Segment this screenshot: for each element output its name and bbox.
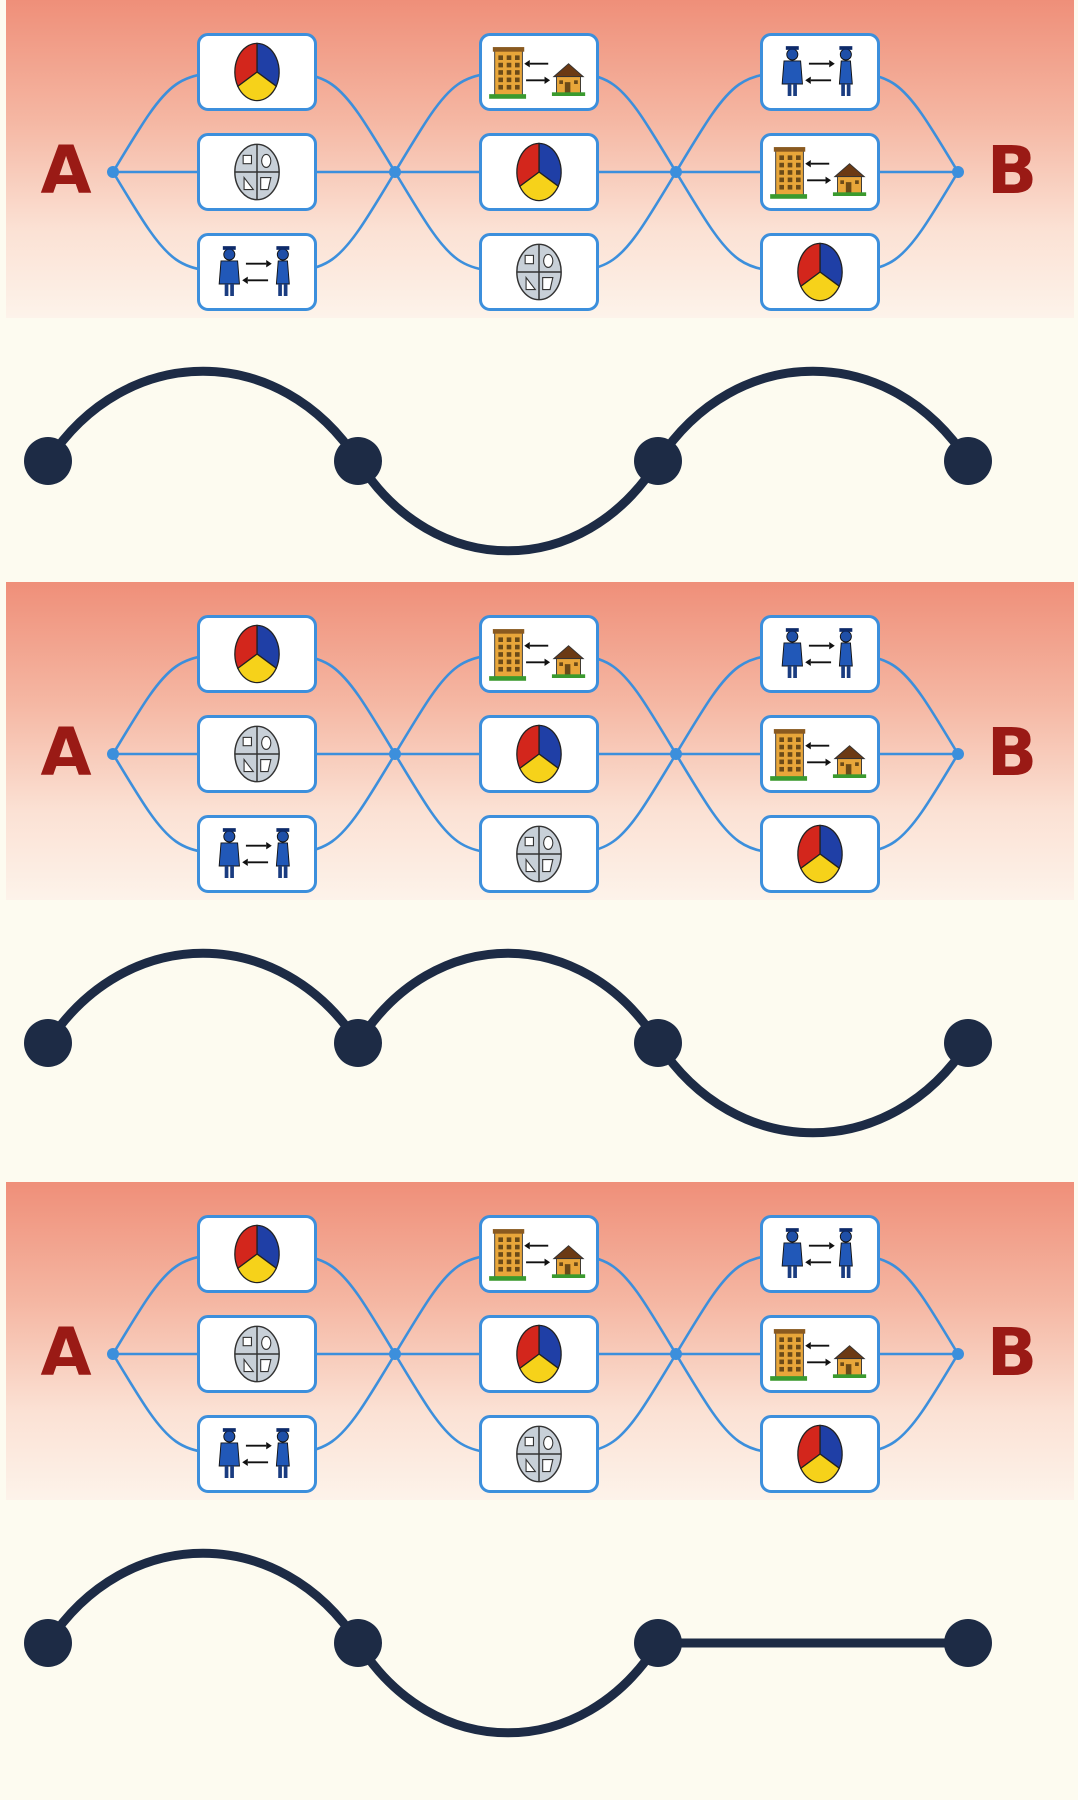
route-card-stage-1-middle	[197, 715, 317, 793]
route-card-stage-1-middle	[197, 133, 317, 211]
path-node-dot	[634, 1019, 682, 1067]
route-card-stage-1-bottom	[197, 815, 317, 893]
junction-node	[389, 166, 401, 178]
person-exchange-icon	[218, 828, 290, 878]
pie-chart-icon	[234, 42, 280, 102]
junction-node	[670, 748, 682, 760]
pie-chart-icon	[234, 1224, 280, 1284]
junction-node	[389, 1348, 401, 1360]
path-curve	[43, 1548, 973, 1738]
route-card-stage-1-bottom	[197, 233, 317, 311]
pie-chart-icon	[516, 724, 562, 784]
route-card-stage-2-middle	[479, 715, 599, 793]
start-node	[107, 1348, 119, 1360]
path-node-dot	[334, 437, 382, 485]
path-node-dot	[334, 1019, 382, 1067]
person-exchange-icon	[781, 628, 853, 678]
pie-chart-icon	[234, 624, 280, 684]
buildings-exchange-icon	[489, 629, 586, 681]
pie-chart-icon	[516, 142, 562, 202]
path-drawing-panel	[0, 900, 1078, 1162]
start-label: A	[40, 132, 92, 209]
path-drawing-panel	[0, 318, 1078, 580]
path-node-dot	[634, 1619, 682, 1667]
drawn-path	[24, 1548, 992, 1738]
buildings-exchange-icon	[770, 147, 867, 199]
path-node-dot	[24, 437, 72, 485]
route-card-stage-2-top	[479, 33, 599, 111]
shapes-icon	[516, 1425, 562, 1483]
drawn-path	[24, 366, 992, 556]
pie-chart-icon	[797, 1424, 843, 1484]
buildings-exchange-icon	[770, 1329, 867, 1381]
route-card-stage-1-top	[197, 33, 317, 111]
path-curve	[43, 366, 973, 556]
person-exchange-icon	[218, 246, 290, 296]
junction-node	[670, 166, 682, 178]
route-card-stage-2-bottom	[479, 1415, 599, 1493]
end-label: B	[986, 132, 1038, 209]
path-drawing-panel	[0, 1500, 1078, 1762]
person-exchange-icon	[218, 1428, 290, 1478]
route-card-stage-2-bottom	[479, 815, 599, 893]
route-card-stage-3-middle	[760, 1315, 880, 1393]
route-card-stage-2-top	[479, 615, 599, 693]
route-card-stage-3-top	[760, 1215, 880, 1293]
route-card-stage-3-middle	[760, 133, 880, 211]
route-card-stage-3-middle	[760, 715, 880, 793]
end-node	[952, 748, 964, 760]
route-card-stage-2-middle	[479, 1315, 599, 1393]
buildings-exchange-icon	[489, 1229, 586, 1281]
pie-chart-icon	[516, 1324, 562, 1384]
pie-chart-icon	[797, 824, 843, 884]
end-node	[952, 166, 964, 178]
shapes-icon	[516, 243, 562, 301]
route-card-stage-1-bottom	[197, 1415, 317, 1493]
person-exchange-icon	[781, 1228, 853, 1278]
route-card-stage-3-top	[760, 33, 880, 111]
route-card-stage-2-top	[479, 1215, 599, 1293]
path-node-dot	[944, 1019, 992, 1067]
shapes-icon	[516, 825, 562, 883]
route-card-stage-3-bottom	[760, 233, 880, 311]
path-node-dot	[944, 437, 992, 485]
buildings-exchange-icon	[770, 729, 867, 781]
path-node-dot	[334, 1619, 382, 1667]
end-label: B	[986, 714, 1038, 791]
shapes-icon	[234, 725, 280, 783]
start-label: A	[40, 1314, 92, 1391]
person-exchange-icon	[781, 46, 853, 96]
route-card-stage-1-top	[197, 615, 317, 693]
path-node-dot	[634, 437, 682, 485]
path-curve	[43, 948, 973, 1138]
route-card-stage-1-top	[197, 1215, 317, 1293]
shapes-icon	[234, 143, 280, 201]
junction-node	[670, 1348, 682, 1360]
start-label: A	[40, 714, 92, 791]
path-node-dot	[24, 1619, 72, 1667]
route-card-stage-2-middle	[479, 133, 599, 211]
path-node-dot	[944, 1619, 992, 1667]
junction-node	[389, 748, 401, 760]
end-label: B	[986, 1314, 1038, 1391]
route-card-stage-1-middle	[197, 1315, 317, 1393]
route-card-stage-3-bottom	[760, 1415, 880, 1493]
route-card-stage-3-top	[760, 615, 880, 693]
end-node	[952, 1348, 964, 1360]
pie-chart-icon	[797, 242, 843, 302]
start-node	[107, 748, 119, 760]
route-card-stage-3-bottom	[760, 815, 880, 893]
drawn-path	[24, 948, 992, 1138]
buildings-exchange-icon	[489, 47, 586, 99]
route-card-stage-2-bottom	[479, 233, 599, 311]
path-node-dot	[24, 1019, 72, 1067]
shapes-icon	[234, 1325, 280, 1383]
start-node	[107, 166, 119, 178]
